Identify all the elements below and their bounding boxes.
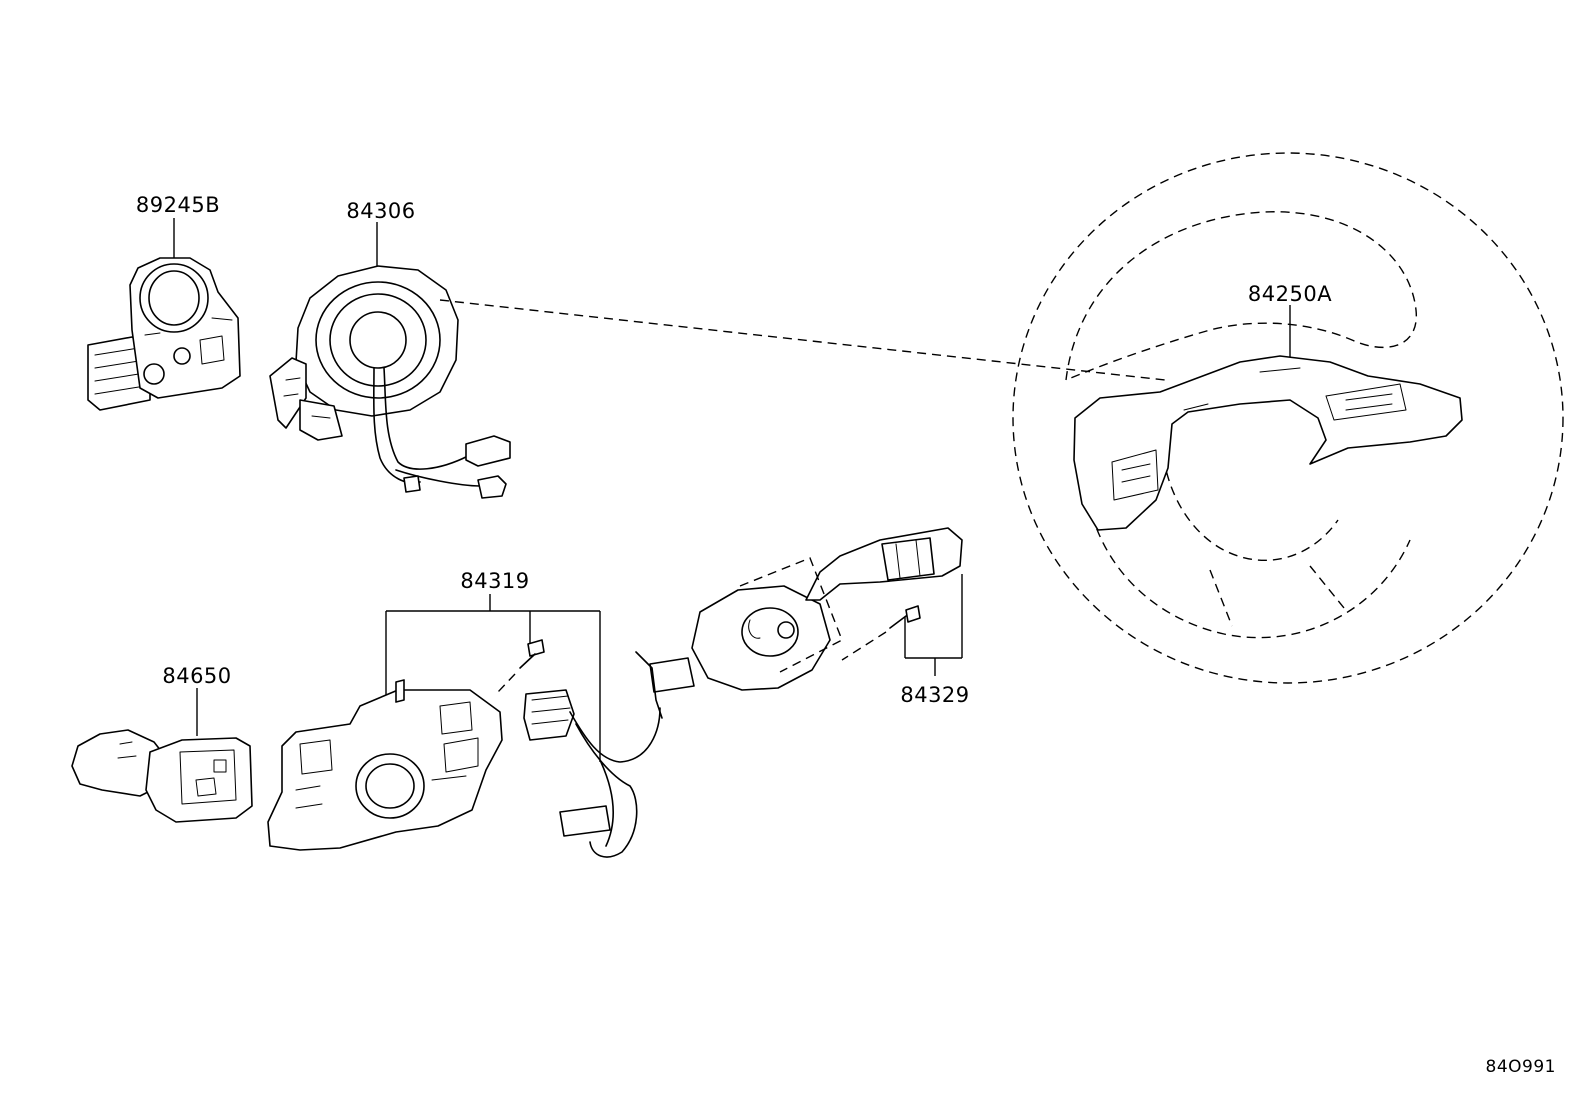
wiper-switch-84329[interactable] (691, 527, 963, 691)
label-84329: 84329 (900, 683, 969, 707)
turn-signal-switch-84650[interactable] (71, 688, 253, 823)
steering-wheel-rim-outer (1012, 152, 1564, 684)
bracket-84329 (904, 574, 963, 676)
steering-sensor-89245b[interactable] (87, 218, 241, 411)
dashed-guide-spiral-to-wheel (439, 299, 1166, 381)
steering-wheel-rim-inner (1065, 211, 1417, 381)
spiral-cable-84306[interactable] (269, 222, 511, 499)
label-84650: 84650 (162, 664, 231, 688)
bracket-84319 (385, 594, 601, 762)
label-84319: 84319 (460, 569, 529, 593)
label-84306: 84306 (346, 199, 415, 223)
label-84250a: 84250A (1248, 282, 1332, 306)
combination-switch-84319[interactable] (267, 594, 601, 851)
label-89245b: 89245B (136, 193, 220, 217)
wire-harness[interactable] (523, 651, 695, 858)
diagram-code: 84O991 (1486, 1057, 1556, 1077)
steering-wheel-84250a[interactable] (1012, 152, 1564, 684)
